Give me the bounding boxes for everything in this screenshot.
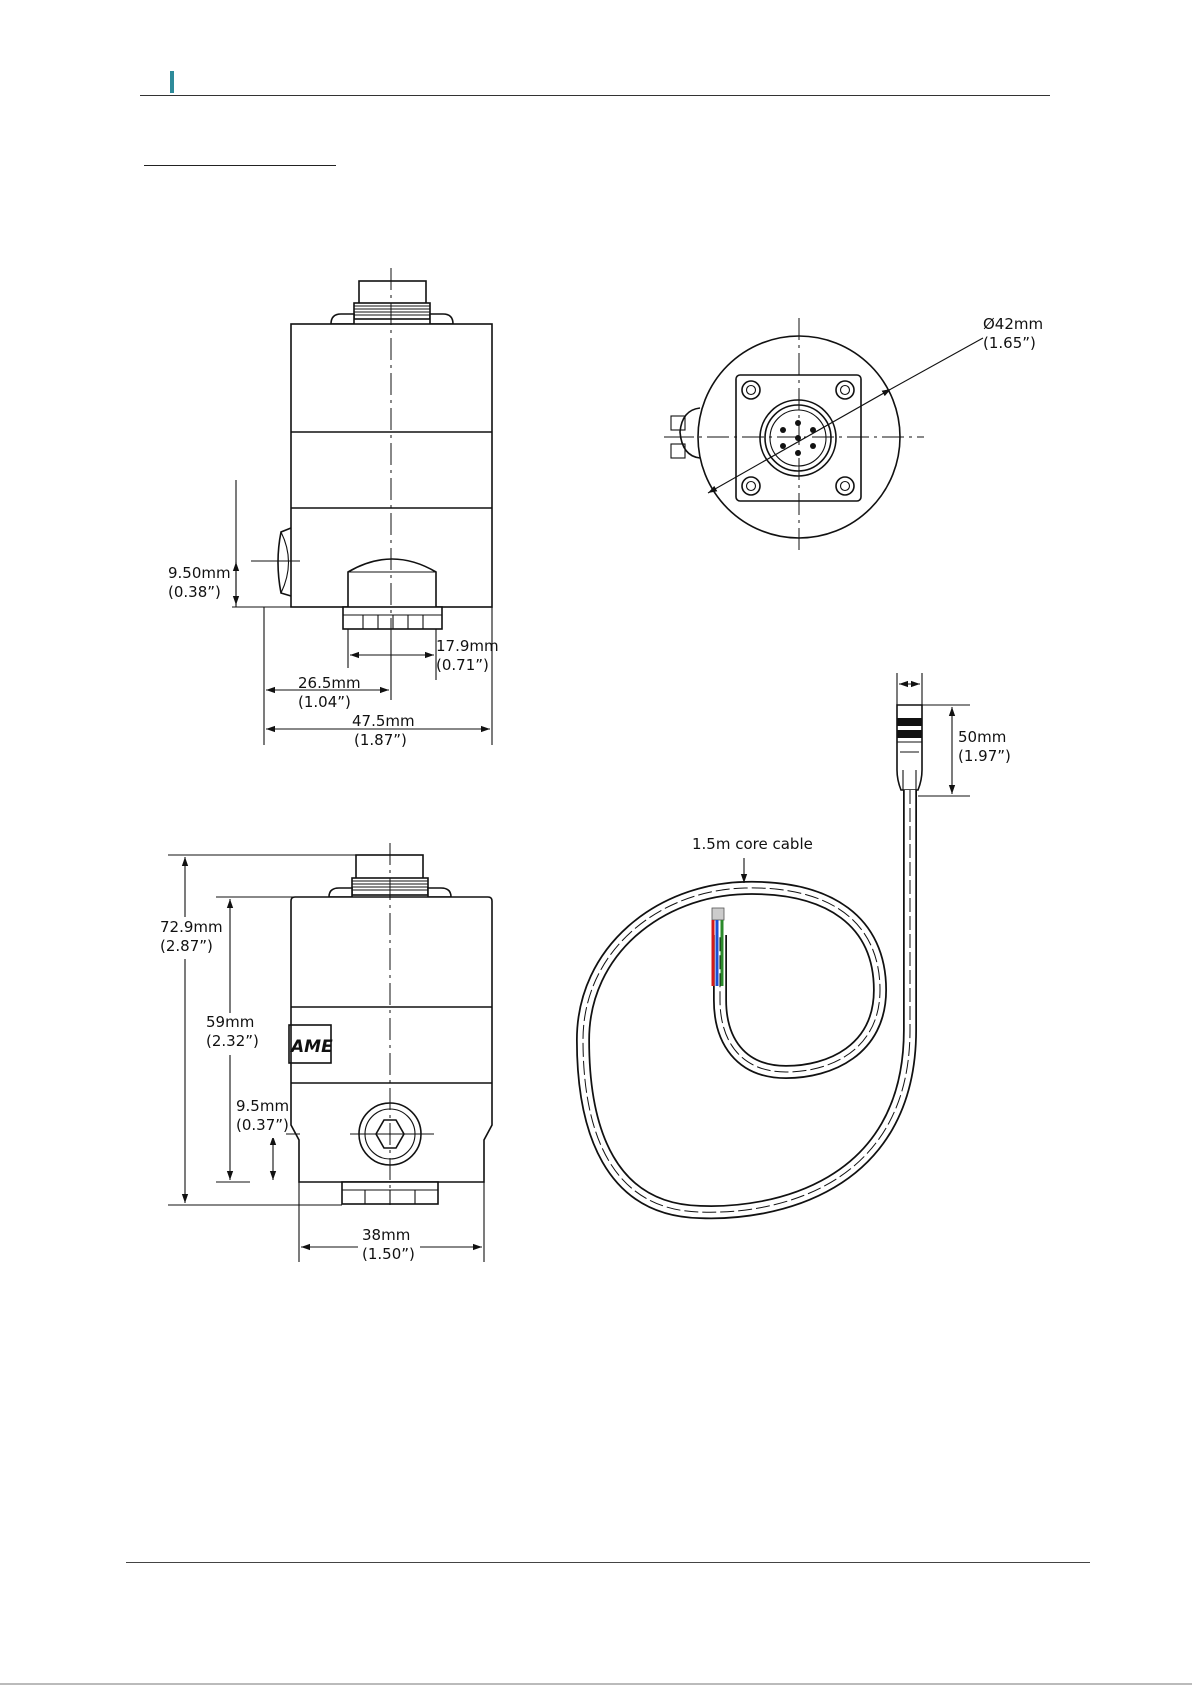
side-dim-center-mm: 26.5mm	[298, 674, 361, 692]
cable-label: 1.5m core cable	[692, 835, 813, 853]
side-dim-width-mm: 47.5mm	[352, 712, 415, 730]
side-dim-connector-mm: 17.9mm	[436, 637, 499, 655]
wire-end-gray	[712, 908, 724, 920]
side-dim-offset-inch: (0.38”)	[168, 583, 221, 601]
side-dim-offset-mm: 9.50mm	[168, 564, 231, 582]
footer-rule	[126, 1562, 1090, 1563]
side-dim-connector-inch: (0.71”)	[436, 656, 489, 674]
side-dim-width-inch: (1.87”)	[354, 731, 407, 749]
cable-wire-ends	[712, 908, 724, 986]
cable-connector	[897, 705, 922, 790]
front-logo-text: AME	[289, 1037, 333, 1057]
front-dim-port-inch: (0.37”)	[236, 1116, 289, 1134]
front-view: AME	[158, 843, 492, 1268]
side-dim-center-inch: (1.04”)	[298, 693, 351, 711]
top-dim-diameter-inch: (1.65”)	[983, 334, 1036, 352]
front-dim-width-inch: (1.50”)	[362, 1245, 415, 1263]
front-dim-body-mm: 59mm	[206, 1013, 254, 1031]
side-connector-cap	[359, 281, 426, 305]
front-dim-total-mm: 72.9mm	[160, 918, 223, 936]
cable-dim-connector-mm: 50mm	[958, 728, 1006, 746]
cable-dim-connector-inch: (1.97”)	[958, 747, 1011, 765]
front-dim-port-mm: 9.5mm	[236, 1097, 289, 1115]
side-bottom-dome	[348, 559, 436, 607]
front-dim-width-mm: 38mm	[362, 1226, 410, 1244]
front-dim-total-inch: (2.87”)	[160, 937, 213, 955]
top-view: Ø42mm (1.65”)	[664, 315, 1043, 550]
top-dim-diameter-mm: Ø42mm	[983, 315, 1043, 333]
side-view: 9.50mm (0.38”) 17.9mm (0.71”) 26.5mm (1.…	[168, 268, 499, 749]
side-connector-thread	[354, 303, 430, 319]
cable-coil	[583, 790, 910, 1212]
front-dim-body-inch: (2.32”)	[206, 1032, 259, 1050]
cable-view: 50mm (1.97”) 1.5m core cable	[583, 673, 1011, 1212]
